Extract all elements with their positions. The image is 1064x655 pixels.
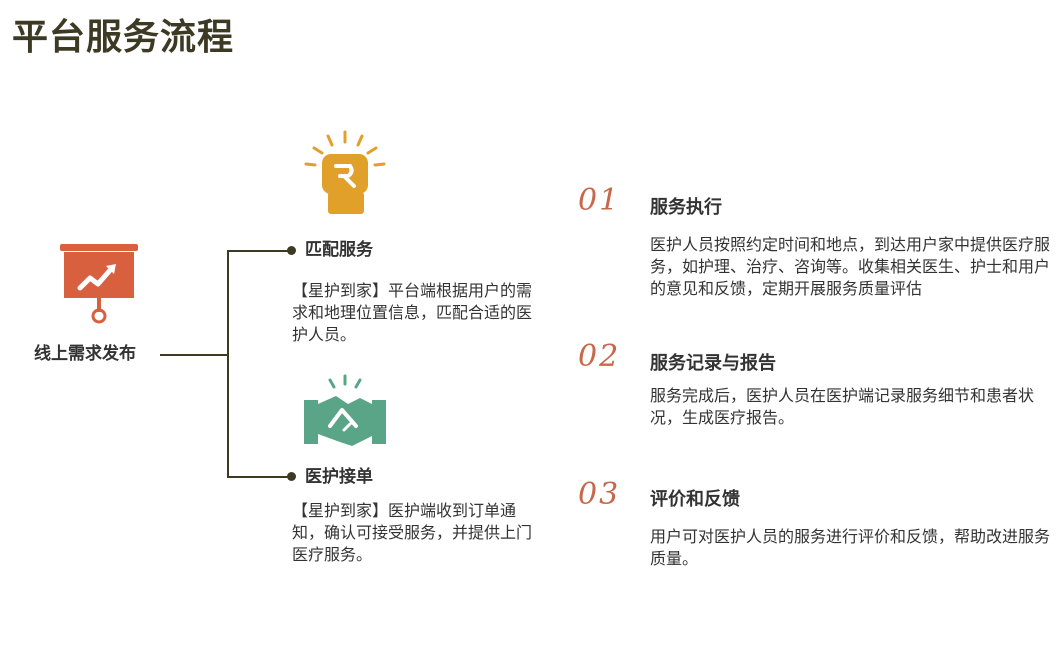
step-title: 服务记录与报告 — [650, 353, 776, 374]
step-title: 评价和反馈 — [650, 489, 740, 510]
step-number: 01 — [578, 183, 621, 218]
connector-line — [227, 250, 289, 252]
connector-dot — [287, 246, 296, 255]
step-title: 服务执行 — [650, 197, 722, 218]
node-desc-match: 【星护到家】平台端根据用户的需求和地理位置信息，匹配合适的医护人员。 — [292, 281, 533, 344]
connector-line — [160, 354, 228, 356]
handshake-icon — [300, 374, 390, 454]
connector-dot — [287, 472, 296, 481]
raised-fist-icon — [300, 128, 390, 218]
step-number: 03 — [578, 477, 621, 512]
origin-label: 线上需求发布 — [34, 344, 136, 364]
connector-line — [227, 476, 289, 478]
node-title-match: 匹配服务 — [305, 240, 373, 260]
connector-line — [227, 250, 229, 476]
step-desc: 医护人员按照约定时间和地点，到达用户家中提供医疗服务，如护理、治疗、咨询等。收集… — [650, 235, 1051, 298]
step-number: 02 — [578, 339, 621, 374]
node-title-accept: 医护接单 — [305, 467, 373, 487]
page-title: 平台服务流程 — [12, 17, 235, 58]
step-desc: 服务完成后，医护人员在医护端记录服务细节和患者状况，生成医疗报告。 — [650, 386, 1035, 427]
presentation-chart-icon — [56, 240, 142, 326]
node-desc-accept: 【星护到家】医护端收到订单通知，确认可接受服务，并提供上门医疗服务。 — [292, 501, 533, 564]
step-desc: 用户可对医护人员的服务进行评价和反馈，帮助改进服务质量。 — [650, 527, 1051, 568]
